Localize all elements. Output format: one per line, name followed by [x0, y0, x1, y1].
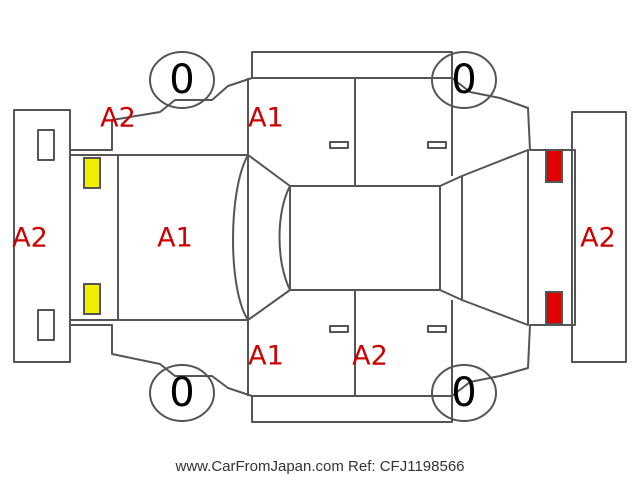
- front-grille-strip: [69, 154, 119, 321]
- roof-rail-top: [251, 51, 453, 79]
- wheel-arch-front-left: [149, 51, 215, 109]
- front-bumper-outline: [13, 109, 71, 363]
- front-bumper-mount: [37, 309, 55, 341]
- tire-front-left-value: 0: [169, 57, 195, 103]
- wheel-arch-rear-left: [431, 51, 497, 109]
- door-handle: [427, 141, 447, 149]
- damage-code-front-bumper: A2: [12, 222, 48, 254]
- damage-code-right-rear-door: A2: [352, 340, 388, 372]
- rear-window-outline: [439, 175, 463, 301]
- tire-front-right-value: 0: [169, 370, 195, 416]
- rear-light-top: [545, 149, 563, 183]
- front-light-top: [83, 157, 101, 189]
- door-handle: [427, 325, 447, 333]
- damage-code-front-left-fender: A2: [100, 102, 136, 134]
- wheel-arch-front-right: [149, 364, 215, 422]
- tire-rear-left-value: 0: [451, 57, 477, 103]
- rear-bumper-outline: [571, 111, 627, 363]
- door-handle: [329, 325, 349, 333]
- damage-code-hood: A1: [157, 222, 193, 254]
- tire-rear-right-value: 0: [451, 370, 477, 416]
- front-bumper-mount: [37, 129, 55, 161]
- wheel-arch-rear-right: [431, 364, 497, 422]
- body-outline: [69, 77, 576, 397]
- door-handle: [329, 141, 349, 149]
- roof-rail-bottom: [251, 395, 453, 423]
- front-light-bottom: [83, 283, 101, 315]
- damage-code-rear-bumper: A2: [580, 222, 616, 254]
- rear-light-bottom: [545, 291, 563, 325]
- rear-hatch-outline: [461, 149, 529, 326]
- damage-code-right-front-door: A1: [248, 340, 284, 372]
- cabin-roof-outline: [289, 185, 441, 291]
- damage-code-left-front-door: A1: [248, 102, 284, 134]
- source-reference: www.CarFromJapan.com Ref: CFJ1198566: [175, 458, 465, 475]
- windshield-outline: [232, 154, 291, 321]
